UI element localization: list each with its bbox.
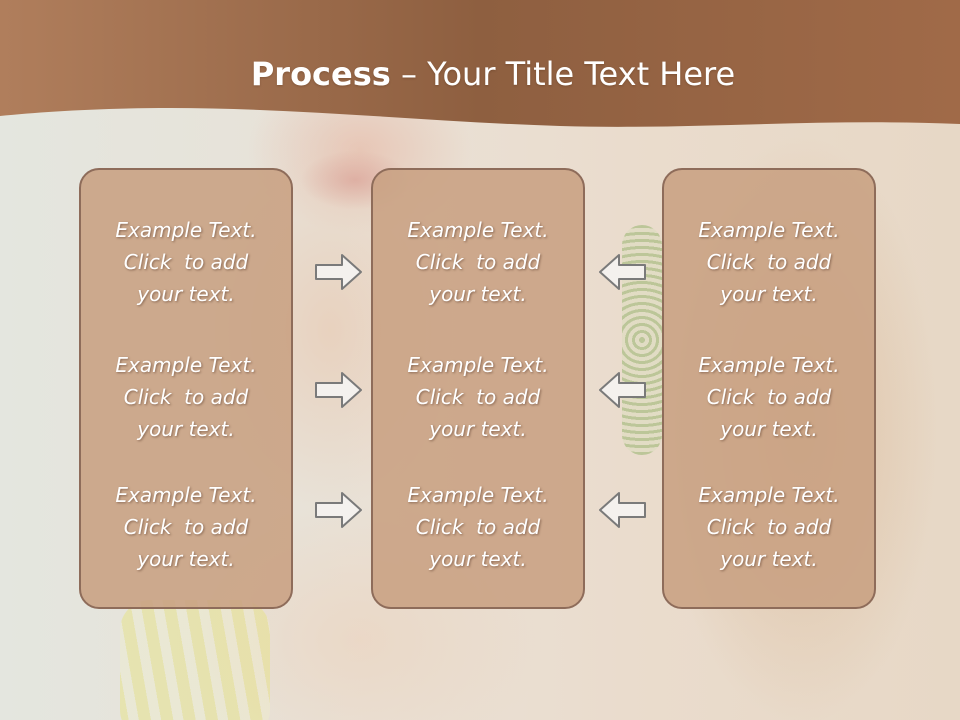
photo-detail-bracelet xyxy=(120,600,270,720)
text-line: Example Text. xyxy=(698,353,840,377)
process-box-right[interactable]: Example Text. Click to add your text. Ex… xyxy=(662,168,876,609)
arrow-right-icon xyxy=(315,372,362,408)
arrow-left-icon xyxy=(599,492,646,528)
arrow-right-icon xyxy=(315,254,362,290)
text-placeholder[interactable]: Example Text. Click to add your text. xyxy=(664,349,874,445)
text-placeholder[interactable]: Example Text. Click to add your text. xyxy=(373,349,583,445)
text-line: Example Text. xyxy=(698,483,840,507)
text-line: Click to add xyxy=(123,250,249,274)
text-line: your text. xyxy=(720,282,818,306)
text-placeholder[interactable]: Example Text. Click to add your text. xyxy=(664,479,874,575)
text-placeholder[interactable]: Example Text. Click to add your text. xyxy=(81,349,291,445)
slide-title-bold: Process xyxy=(250,55,391,93)
header-band xyxy=(0,0,960,127)
text-line: your text. xyxy=(429,417,527,441)
text-line: Example Text. xyxy=(407,353,549,377)
text-line: Click to add xyxy=(706,515,832,539)
text-placeholder[interactable]: Example Text. Click to add your text. xyxy=(373,214,583,310)
slide-title-rest: – Your Title Text Here xyxy=(390,55,736,93)
text-line: your text. xyxy=(137,282,235,306)
text-line: Click to add xyxy=(415,385,541,409)
photo-detail-earring xyxy=(622,225,662,455)
slide-title[interactable]: Process – Your Title Text Here xyxy=(0,52,960,96)
arrow-left-icon xyxy=(599,372,646,408)
text-line: Click to add xyxy=(706,385,832,409)
text-line: Example Text. xyxy=(698,218,840,242)
text-placeholder[interactable]: Example Text. Click to add your text. xyxy=(373,479,583,575)
text-line: your text. xyxy=(720,417,818,441)
text-placeholder[interactable]: Example Text. Click to add your text. xyxy=(81,479,291,575)
text-line: Example Text. xyxy=(115,218,257,242)
text-placeholder[interactable]: Example Text. Click to add your text. xyxy=(81,214,291,310)
text-line: Example Text. xyxy=(407,218,549,242)
text-line: Click to add xyxy=(415,515,541,539)
text-line: Example Text. xyxy=(115,353,257,377)
process-box-center[interactable]: Example Text. Click to add your text. Ex… xyxy=(371,168,585,609)
text-line: your text. xyxy=(429,282,527,306)
arrow-right-icon xyxy=(315,492,362,528)
text-line: Click to add xyxy=(123,515,249,539)
text-line: your text. xyxy=(720,547,818,571)
text-line: your text. xyxy=(137,417,235,441)
text-line: your text. xyxy=(137,547,235,571)
text-line: Example Text. xyxy=(407,483,549,507)
arrow-left-icon xyxy=(599,254,646,290)
text-line: your text. xyxy=(429,547,527,571)
text-placeholder[interactable]: Example Text. Click to add your text. xyxy=(664,214,874,310)
text-line: Example Text. xyxy=(115,483,257,507)
text-line: Click to add xyxy=(123,385,249,409)
text-line: Click to add xyxy=(706,250,832,274)
process-box-left[interactable]: Example Text. Click to add your text. Ex… xyxy=(79,168,293,609)
text-line: Click to add xyxy=(415,250,541,274)
